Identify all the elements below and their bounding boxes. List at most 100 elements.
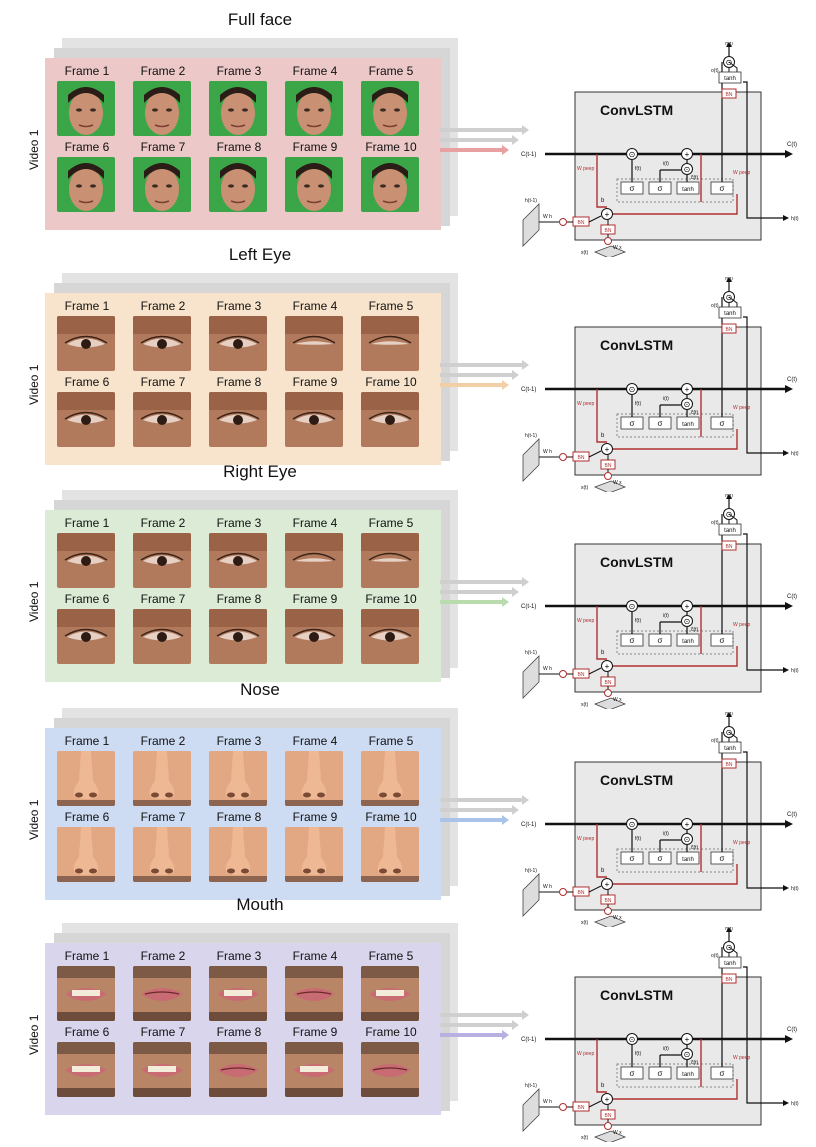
frame-7: Frame 7 <box>133 375 193 447</box>
svg-text:+: + <box>605 662 610 671</box>
svg-text:⊙: ⊙ <box>629 150 636 159</box>
frame-thumbnail <box>57 827 115 882</box>
frame-thumbnail <box>361 751 419 806</box>
bn-output-label: BN <box>726 327 733 333</box>
frame-6: Frame 6 <box>57 592 117 664</box>
gate-label-3: σ <box>720 184 725 193</box>
forget-multiply-node <box>626 818 638 830</box>
input-multiply-node <box>681 163 693 175</box>
gates-group <box>616 630 734 655</box>
frame-thumbnail <box>285 751 343 806</box>
bn-output-box <box>721 973 737 984</box>
frame-5: Frame 5 <box>361 516 421 588</box>
frame-6: Frame 6 <box>57 140 117 212</box>
frame-7: Frame 7 <box>133 1025 193 1097</box>
x-in-label: x(t) <box>581 1135 589 1141</box>
h-top-label: h(t) <box>725 277 733 282</box>
gate-label-2: tanh <box>682 1072 694 1078</box>
w-h-label: W h <box>543 666 552 672</box>
h-prev-label: h(t-1) <box>525 1083 537 1089</box>
frame-label: Frame 6 <box>64 810 110 824</box>
stream-title: Nose <box>240 680 280 699</box>
w-peep-left: W peep <box>577 1051 594 1057</box>
stream-arrow-1 <box>440 590 512 594</box>
f-gate-label: f(t) <box>635 166 641 172</box>
svg-text:⊙: ⊙ <box>629 602 636 611</box>
frame-thumbnail <box>285 827 343 882</box>
o-gate-label: o(t) <box>711 68 719 74</box>
w-peep-right: W peep <box>733 170 750 176</box>
frame-10: Frame 10 <box>361 592 421 664</box>
bn-h-label: BN <box>578 455 585 461</box>
stream-title: Mouth <box>236 895 284 914</box>
o-gate-label: o(t) <box>711 520 719 526</box>
stream-arrows <box>440 790 530 840</box>
bn-h-label: BN <box>578 672 585 678</box>
frame-thumbnail <box>285 81 343 136</box>
frame-thumbnail <box>133 1042 191 1097</box>
frame-label: Frame 4 <box>292 299 338 313</box>
stream-title: Right Eye <box>223 462 297 481</box>
gate-box-2 <box>676 633 700 647</box>
gate-label-0: σ <box>630 1069 635 1078</box>
bn-output-box <box>721 758 737 769</box>
bias-label: b <box>601 198 605 204</box>
h-prev-tensor <box>522 1088 540 1132</box>
gate-box-2 <box>676 1066 700 1080</box>
frame-label: Frame 9 <box>292 592 338 606</box>
h-top-label: h(t) <box>725 927 733 932</box>
tanh-output-box <box>718 741 742 754</box>
stream-arrow-2 <box>440 600 502 604</box>
frame-label: Frame 7 <box>140 592 186 606</box>
frame-thumbnail <box>209 316 267 371</box>
stream-arrow-1 <box>440 1023 512 1027</box>
frame-9: Frame 9 <box>285 1025 345 1097</box>
frame-label: Frame 6 <box>64 375 110 389</box>
frame-label: Frame 3 <box>216 299 262 313</box>
convlstm-box <box>574 326 762 476</box>
gate-label-1: σ <box>658 854 663 863</box>
frame-2: Frame 2 <box>133 299 193 371</box>
input-multiply-node <box>681 1048 693 1060</box>
frame-6: Frame 6 <box>57 1025 117 1097</box>
bn-x-label: BN <box>605 228 612 234</box>
gate-label-2: tanh <box>682 422 694 428</box>
input-multiply-node <box>681 398 693 410</box>
frame-thumbnail <box>361 316 419 371</box>
frame-5: Frame 5 <box>361 949 421 1021</box>
frame-thumbnail <box>209 827 267 882</box>
c-out-label: C(t) <box>787 1027 797 1033</box>
frame-label: Frame 1 <box>64 734 110 748</box>
tanh-output-label: tanh <box>724 311 736 317</box>
forget-multiply-node <box>626 600 638 612</box>
w-peep-left: W peep <box>577 836 594 842</box>
h-conv-node <box>559 453 567 461</box>
cell-add-node <box>681 818 693 830</box>
frame-label: Frame 8 <box>216 1025 262 1039</box>
h-prev-tensor <box>522 655 540 699</box>
convlstm-title: ConvLSTM <box>600 772 673 788</box>
frame-3: Frame 3 <box>209 299 269 371</box>
x-in-label: x(t) <box>581 920 589 926</box>
svg-text:⊙: ⊙ <box>684 835 691 844</box>
h-prev-label: h(t-1) <box>525 868 537 874</box>
frame-label: Frame 10 <box>365 140 417 154</box>
frame-label: Frame 4 <box>292 734 338 748</box>
tanh-output-box <box>718 956 742 969</box>
frame-7: Frame 7 <box>133 140 193 212</box>
frame-label: Frame 8 <box>216 592 262 606</box>
bn-x-label: BN <box>605 463 612 469</box>
frame-label: Frame 9 <box>292 375 338 389</box>
frame-label: Frame 5 <box>368 516 414 530</box>
svg-text:⊙: ⊙ <box>629 1035 636 1044</box>
input-sum-node <box>601 878 613 890</box>
h-top-label: h(t) <box>725 42 733 47</box>
frame-thumbnail <box>133 316 191 371</box>
stream-arrow-0 <box>440 798 522 802</box>
frame-label: Frame 2 <box>140 64 186 78</box>
svg-text:+: + <box>685 385 690 394</box>
bias-label: b <box>601 650 605 656</box>
